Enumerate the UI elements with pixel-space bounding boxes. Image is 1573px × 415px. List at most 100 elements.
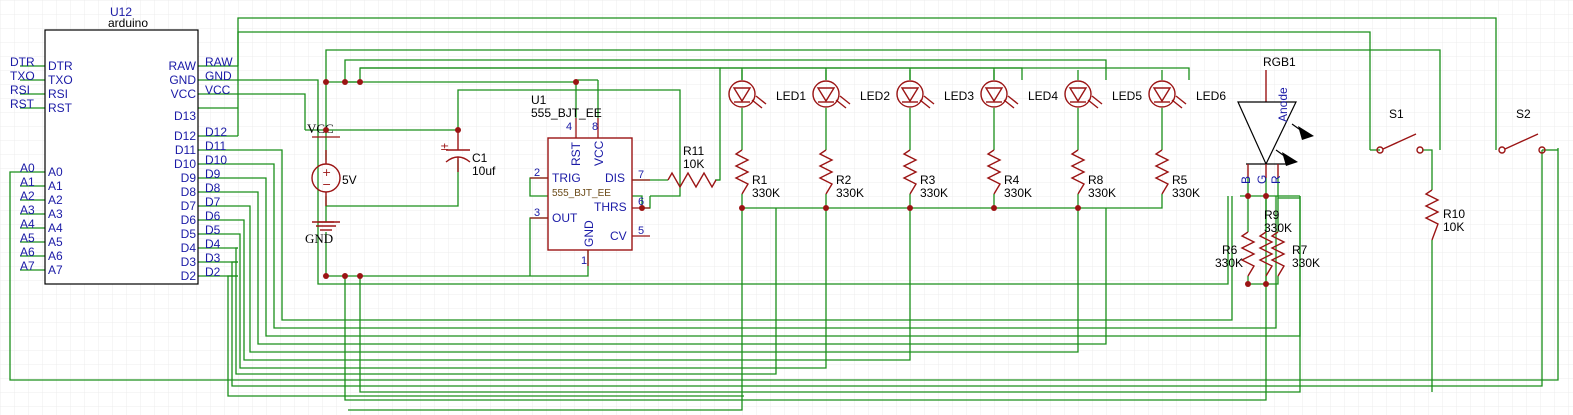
resistor-r11[interactable]: R11 10K <box>667 144 717 189</box>
gnd-label: GND <box>305 231 333 246</box>
led-triangle <box>1068 87 1088 103</box>
net-label-d9: D9 <box>205 167 221 181</box>
resistor-zigzag <box>1070 149 1086 195</box>
net-label-a7: A7 <box>20 259 35 273</box>
resistor-r10[interactable]: R10 10K <box>1424 189 1465 241</box>
arduino-pin-d3: D3 <box>181 255 197 269</box>
pinnum-1: 1 <box>581 255 587 267</box>
r10-ref: R10 <box>1443 207 1465 221</box>
resistor-value: 330K <box>1088 186 1116 200</box>
r7-zigzag <box>1270 231 1286 277</box>
switch-s2[interactable]: S2 <box>1498 107 1546 154</box>
net-label-raw: RAW <box>205 55 233 69</box>
net-label-a6: A6 <box>20 245 35 259</box>
arduino-pin-d12: D12 <box>174 129 196 143</box>
led-body <box>1064 80 1092 108</box>
arduino-pin-d4: D4 <box>181 241 197 255</box>
led-body <box>980 80 1008 108</box>
rgb-pin-b: B <box>1239 176 1253 184</box>
resistor-value: 330K <box>920 186 948 200</box>
net-label-dtr: DTR <box>10 55 35 69</box>
pin-dis: DIS <box>605 171 625 185</box>
net-label-d11: D11 <box>205 139 226 153</box>
svg-text:+: + <box>322 166 331 179</box>
resistor-ref: R2 <box>836 173 852 187</box>
r6-zigzag <box>1240 231 1256 277</box>
rgb-pin-g: G <box>1255 175 1269 184</box>
rgb-pin-r: R <box>1269 175 1283 184</box>
r9-zigzag <box>1258 231 1274 277</box>
pin-vcc: VCC <box>592 140 606 166</box>
net-label-txo: TXO <box>10 69 35 83</box>
resistor-zigzag <box>734 149 750 195</box>
rgb-resistors[interactable]: R6 330K R9 330K R7 330K <box>1215 208 1320 277</box>
net-label-a5: A5 <box>20 231 35 245</box>
timer-body <box>547 137 633 251</box>
net-label-d5: D5 <box>205 223 221 237</box>
timer-u1[interactable]: U1 555_BJT_EE 555_BJT_EE RST VCC TRIG DI… <box>530 93 650 267</box>
led-ref: LED5 <box>1112 89 1142 103</box>
led-body <box>728 80 756 108</box>
rgb-led[interactable]: RGB1 Anode B G R <box>1237 55 1314 184</box>
pin-gnd: GND <box>582 220 596 247</box>
net-label-d7: D7 <box>205 195 221 209</box>
resistor-ref: R1 <box>752 173 768 187</box>
resistor-zigzag <box>818 149 834 195</box>
led-ref: LED3 <box>944 89 974 103</box>
resistor-ref: R4 <box>1004 173 1020 187</box>
led-ref: LED6 <box>1196 89 1226 103</box>
led-ref: LED4 <box>1028 89 1058 103</box>
arduino-pin-a2: A2 <box>48 193 63 207</box>
arduino-pin-d13: D13 <box>174 109 196 123</box>
capacitor-c1[interactable]: ± C1 10uf <box>440 130 496 178</box>
resistor-ref: R5 <box>1172 173 1188 187</box>
r10-value: 10K <box>1443 220 1464 234</box>
led-triangle <box>984 87 1004 103</box>
led-ref: LED1 <box>776 89 806 103</box>
pinnum-7: 7 <box>638 169 644 181</box>
net-label-a4: A4 <box>20 217 35 231</box>
pinnum-2: 2 <box>534 167 540 179</box>
arduino-pin-a6: A6 <box>48 249 63 263</box>
rgb-ref: RGB1 <box>1263 55 1296 69</box>
pin-cv: CV <box>610 229 627 243</box>
arduino-pin-a1: A1 <box>48 179 63 193</box>
arduino-pin-a7: A7 <box>48 263 63 277</box>
pin-thrs: THRS <box>594 200 627 214</box>
arduino-pin-vcc: VCC <box>171 87 197 101</box>
pinnum-5: 5 <box>638 225 644 237</box>
net-label-gnd: GND <box>205 69 232 83</box>
net-label-a0: A0 <box>20 161 35 175</box>
led-body <box>896 80 924 108</box>
r9-ref: R9 <box>1264 208 1280 222</box>
arduino-pin-dtr: DTR <box>48 59 73 73</box>
gnd-symbol[interactable] <box>312 221 340 231</box>
s1-label: S1 <box>1389 107 1404 121</box>
r6-ref: R6 <box>1222 243 1238 257</box>
arduino-pin-a5: A5 <box>48 235 63 249</box>
vcc-label: VCC <box>307 121 334 136</box>
arduino-pin-d7: D7 <box>181 199 197 213</box>
arduino-name: arduino <box>108 16 148 30</box>
arduino-pin-d6: D6 <box>181 213 197 227</box>
arduino-ref: U12 <box>110 5 132 19</box>
net-label-d8: D8 <box>205 181 221 195</box>
c1-ref: C1 <box>472 151 488 165</box>
r9-value: 330K <box>1264 221 1292 235</box>
net-label-d12: D12 <box>205 125 227 139</box>
switch-s1[interactable]: S1 <box>1376 107 1424 154</box>
timer-value: 555_BJT_EE <box>531 106 602 120</box>
arduino-pin-a4: A4 <box>48 221 63 235</box>
c1-value: 10uf <box>472 164 496 178</box>
led-triangle <box>900 87 920 103</box>
